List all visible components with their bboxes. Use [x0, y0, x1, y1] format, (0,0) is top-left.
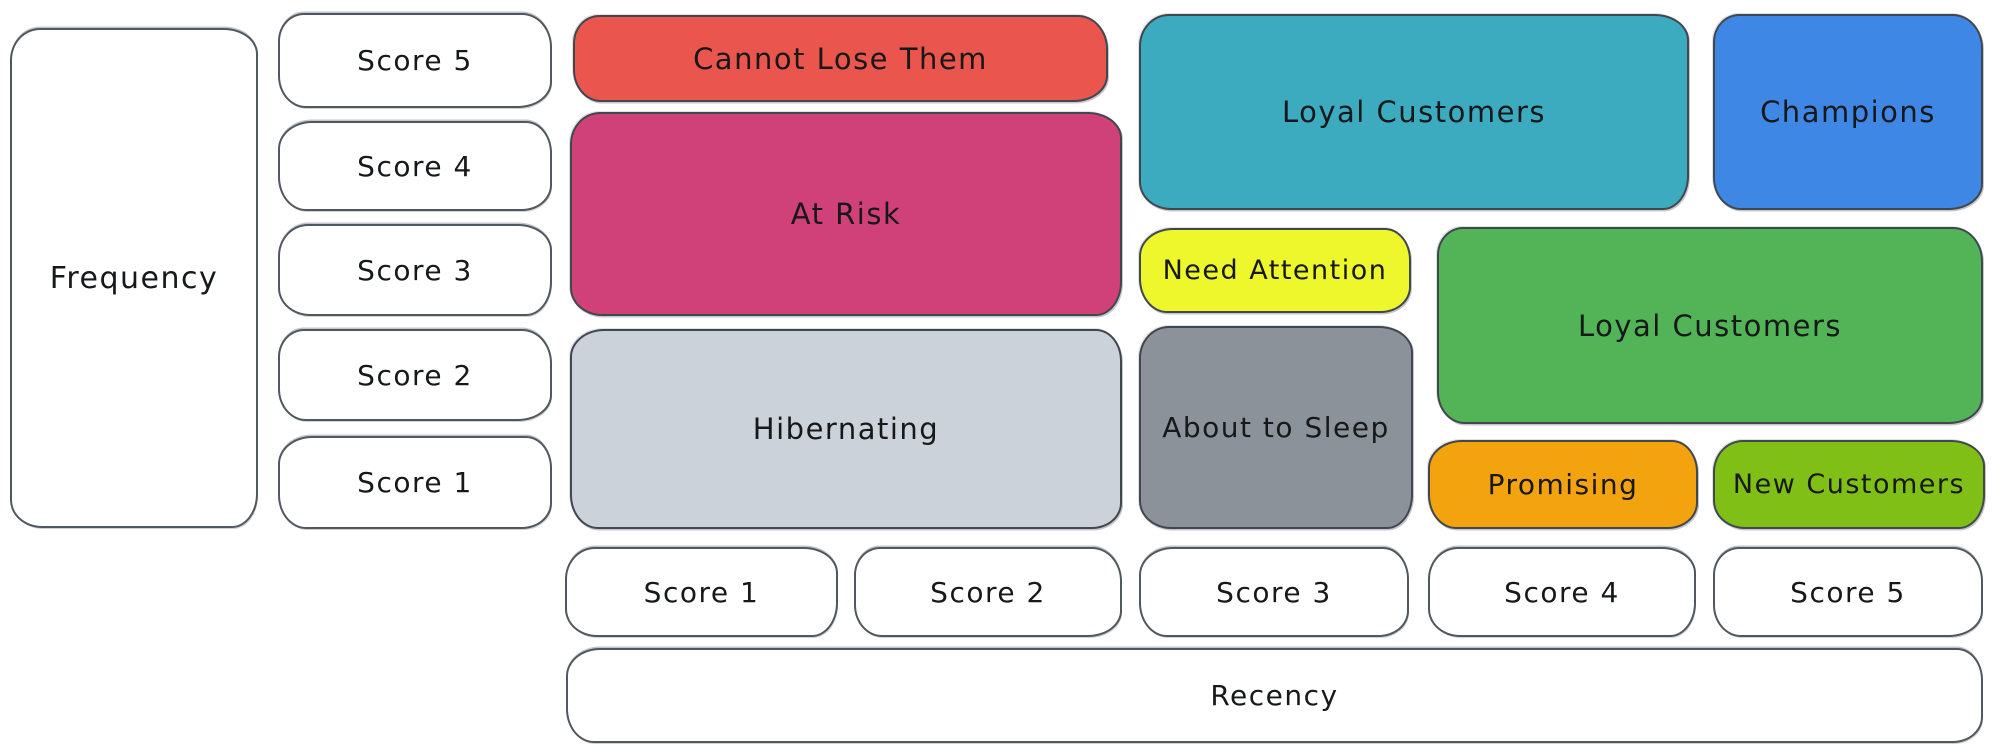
frequency-axis-label: Frequency — [49, 260, 219, 296]
segment-label: At Risk — [790, 197, 902, 231]
recency-axis-label: Recency — [1210, 679, 1339, 712]
segment-at-risk: At Risk — [570, 112, 1122, 316]
segment-label: About to Sleep — [1162, 411, 1390, 444]
segment-label: Loyal Customers — [1281, 95, 1547, 129]
segment-label: Hibernating — [752, 412, 940, 446]
segment-about-to-sleep: About to Sleep — [1139, 326, 1413, 529]
recency-score-2: Score 2 — [854, 547, 1122, 637]
recency-score-2-label: Score 2 — [930, 575, 1046, 609]
segment-need-attention: Need Attention — [1139, 228, 1411, 313]
segment-promising: Promising — [1428, 440, 1698, 529]
segment-label: Need Attention — [1162, 255, 1388, 286]
frequency-score-2: Score 2 — [278, 329, 552, 421]
recency-score-3-label: Score 3 — [1216, 575, 1332, 609]
recency-score-5: Score 5 — [1713, 547, 1983, 637]
frequency-score-5-label: Score 5 — [357, 44, 473, 77]
segment-new-customers: New Customers — [1713, 440, 1985, 529]
segment-label: Champions — [1760, 95, 1936, 129]
recency-score-1: Score 1 — [565, 547, 838, 637]
recency-score-4-label: Score 4 — [1504, 575, 1620, 609]
segment-hibernating: Hibernating — [570, 329, 1122, 529]
frequency-score-3: Score 3 — [278, 224, 552, 316]
frequency-axis-box: Frequency — [10, 28, 258, 528]
segment-label: New Customers — [1732, 469, 1966, 500]
recency-axis-box: Recency — [566, 648, 1983, 743]
frequency-score-2-label: Score 2 — [357, 358, 473, 392]
recency-score-4: Score 4 — [1428, 547, 1696, 637]
segment-champions: Champions — [1713, 14, 1983, 210]
segment-loyal-customers-top: Loyal Customers — [1139, 14, 1689, 210]
segment-label: Loyal Customers — [1577, 308, 1843, 343]
frequency-score-1-label: Score 1 — [357, 466, 473, 499]
frequency-score-1: Score 1 — [278, 436, 552, 529]
segment-label: Cannot Lose Them — [693, 41, 988, 76]
segment-loyal-customers-mid: Loyal Customers — [1437, 227, 1983, 424]
recency-score-1-label: Score 1 — [643, 575, 760, 609]
segment-label: Promising — [1487, 468, 1639, 501]
frequency-score-4: Score 4 — [278, 121, 552, 211]
frequency-score-4-label: Score 4 — [357, 149, 473, 183]
recency-score-3: Score 3 — [1139, 547, 1409, 637]
recency-score-5-label: Score 5 — [1790, 575, 1906, 609]
frequency-score-5: Score 5 — [278, 13, 552, 108]
frequency-score-3-label: Score 3 — [357, 253, 473, 287]
segment-cannot-lose-them: Cannot Lose Them — [573, 15, 1108, 102]
